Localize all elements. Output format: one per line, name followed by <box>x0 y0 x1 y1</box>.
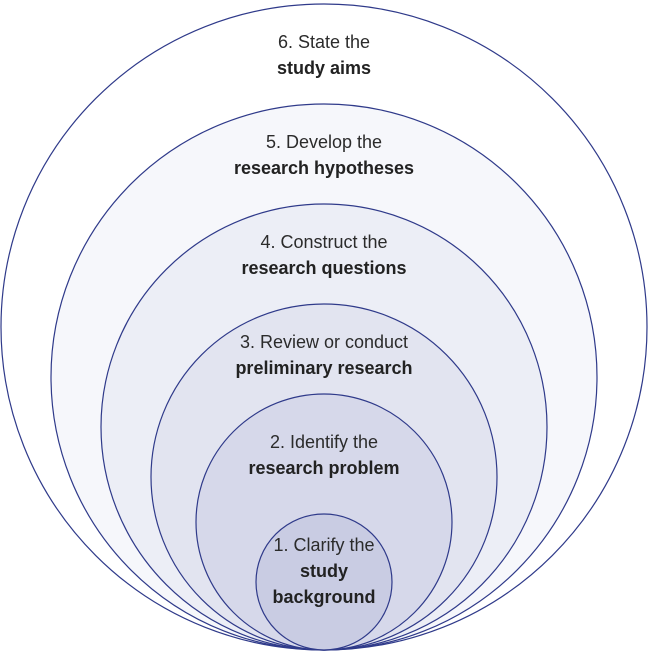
label-layer-2-line1: 2. Identify the <box>269 432 379 452</box>
label-layer-2-line2: research problem <box>248 458 400 478</box>
label-layer-6-line2: study aims <box>276 58 372 78</box>
label-layer-1-line1: 1. Clarify the <box>273 535 375 555</box>
label-layer-3: 3. Review or conduct preliminary researc… <box>0 329 648 381</box>
label-layer-2: 2. Identify the research problem <box>0 429 648 481</box>
label-layer-1-line2: study <box>299 561 348 581</box>
label-layer-6-line1: 6. State the <box>277 32 371 52</box>
label-layer-3-line1: 3. Review or conduct <box>239 332 409 352</box>
label-layer-5: 5. Develop the research hypotheses <box>0 129 648 181</box>
label-layer-4-line1: 4. Construct the <box>260 232 388 252</box>
label-layer-1-line3: background <box>272 587 376 607</box>
label-layer-5-line2: research hypotheses <box>233 158 415 178</box>
label-layer-3-line2: preliminary research <box>235 358 413 378</box>
label-layer-4-line2: research questions <box>241 258 407 278</box>
label-layer-4: 4. Construct the research questions <box>0 229 648 281</box>
circle-layer-1 <box>255 513 393 651</box>
label-layer-6: 6. State the study aims <box>0 29 648 81</box>
label-layer-5-line1: 5. Develop the <box>265 132 383 152</box>
label-layer-1: 1. Clarify the study background <box>0 532 648 610</box>
